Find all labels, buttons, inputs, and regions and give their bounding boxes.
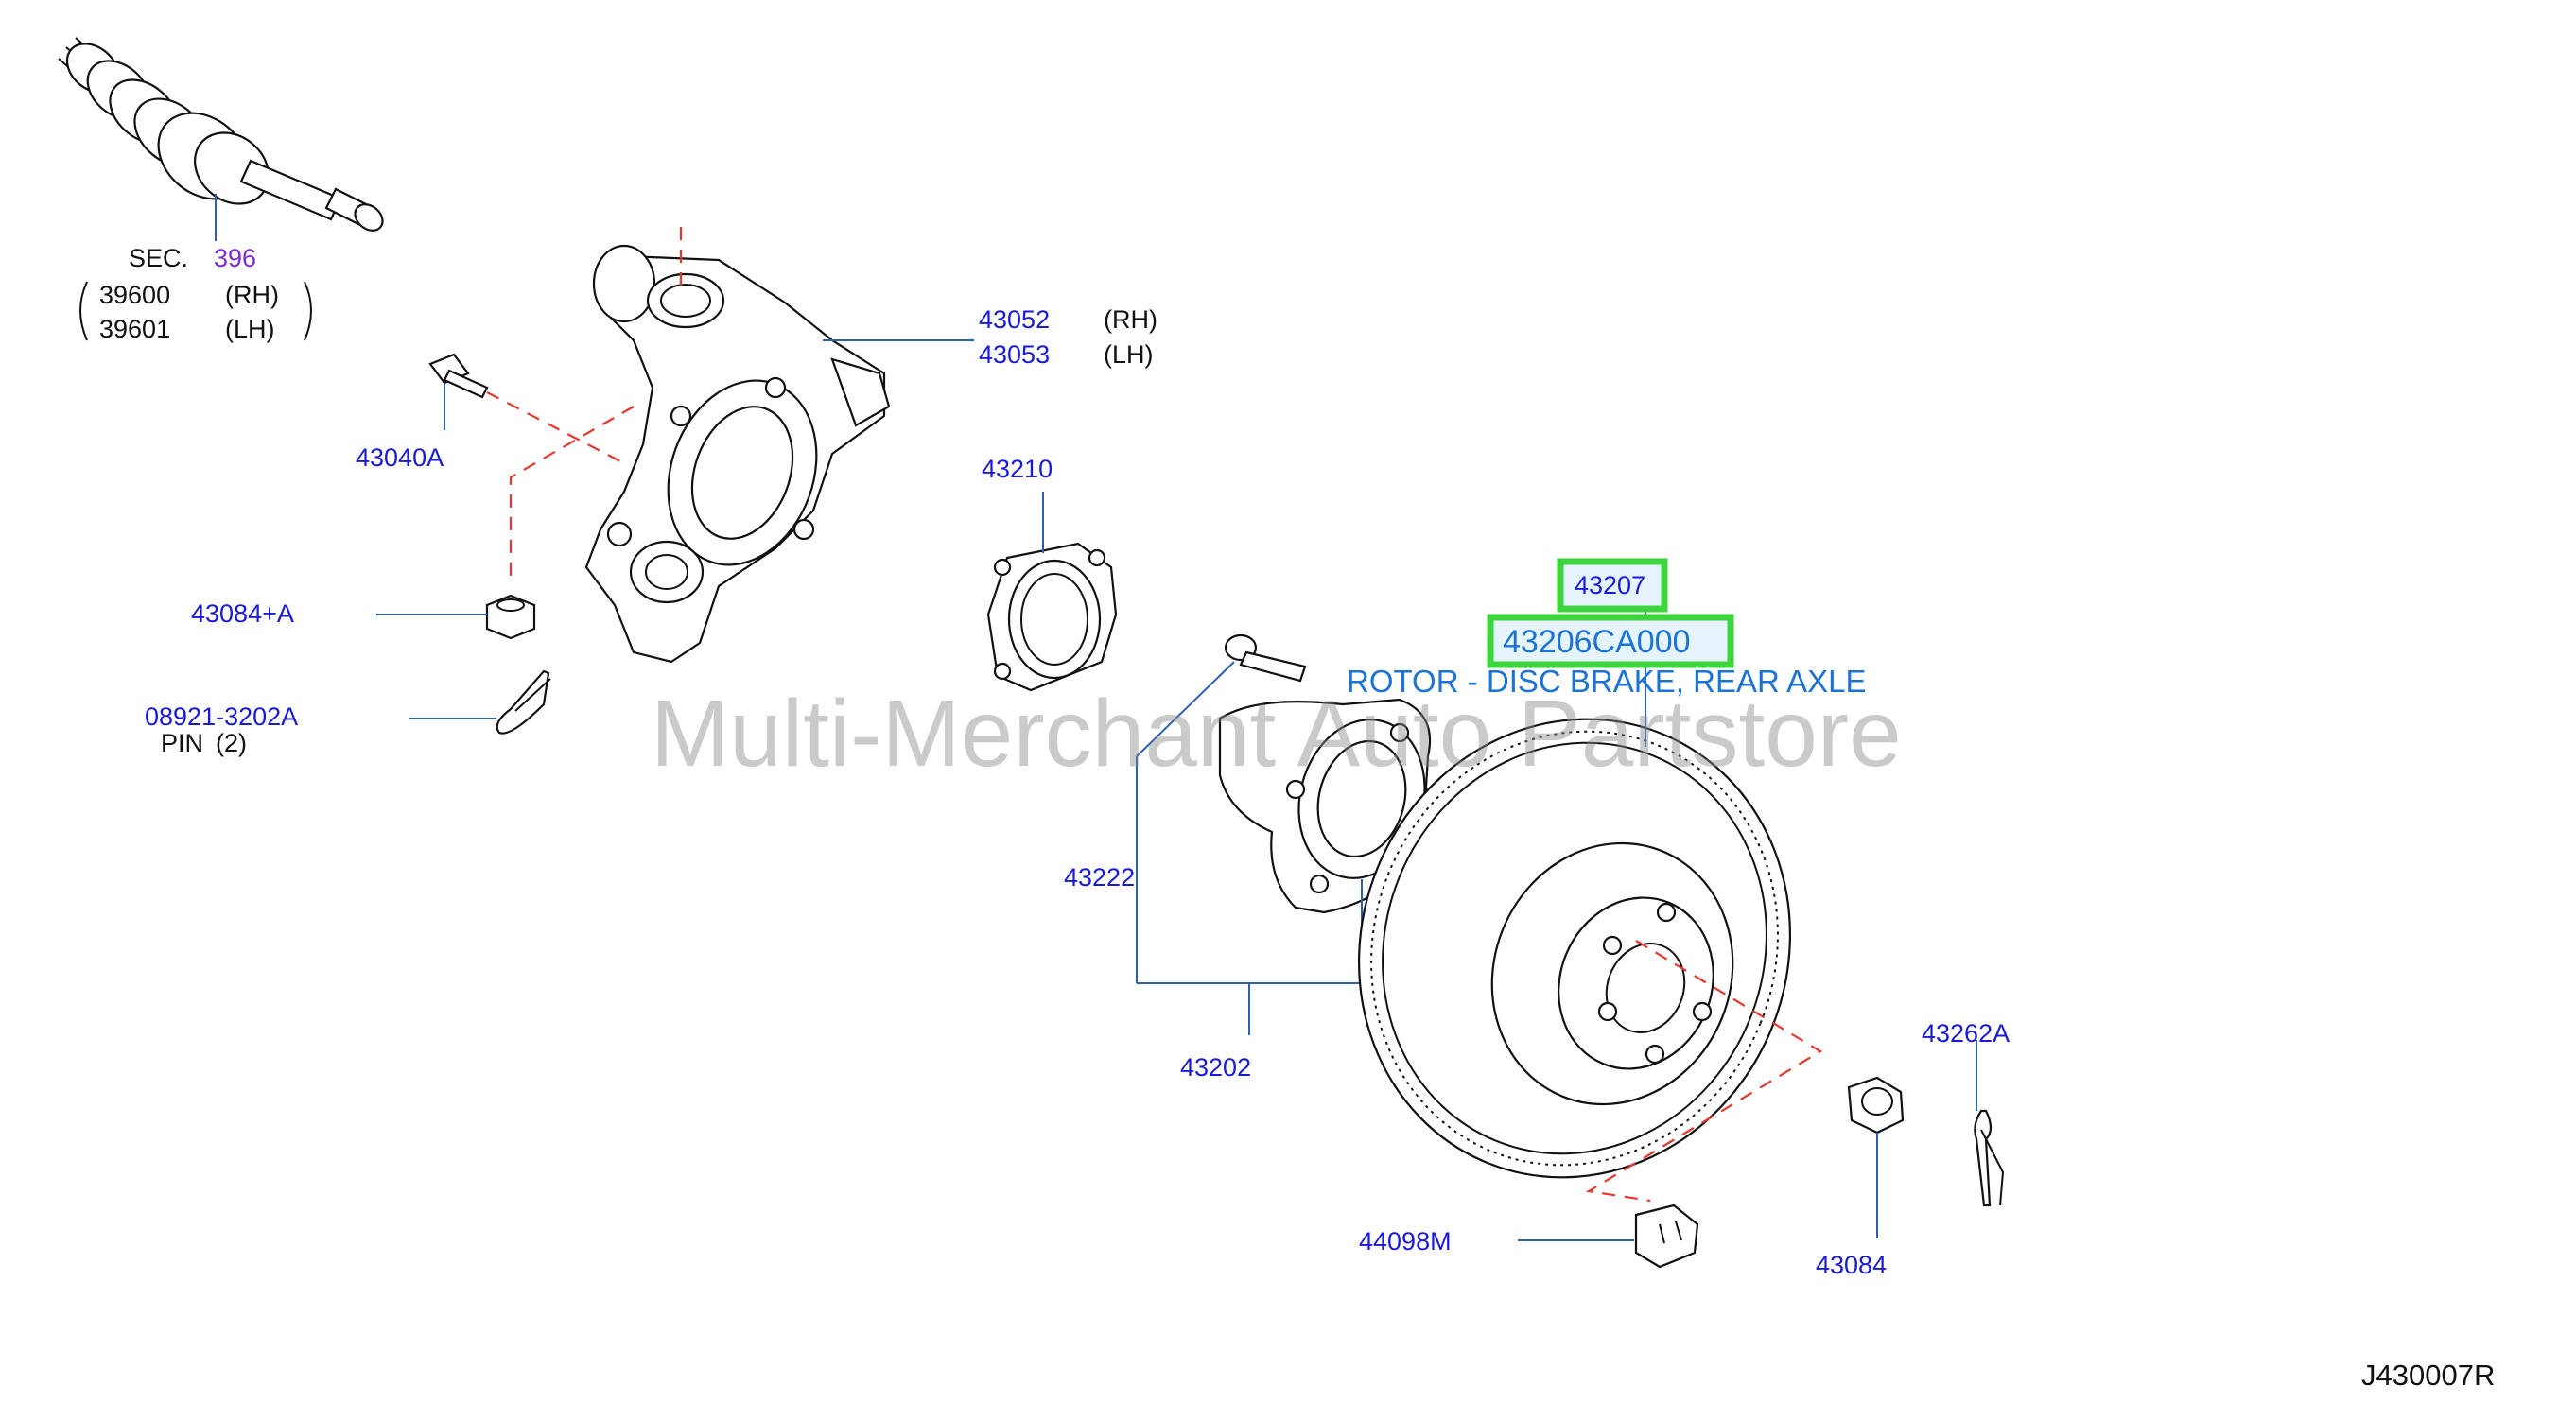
nut-43084A-drawing [376, 594, 536, 640]
callout-43040A[interactable]: 43040A [356, 443, 444, 472]
pin-label: PIN [161, 729, 203, 757]
sec-part-rh: 39600 [99, 281, 170, 309]
pin-qty: (2) [216, 729, 247, 757]
callout-43084[interactable]: 43084 [1816, 1251, 1887, 1279]
hub-bolt-43222-drawing [1136, 633, 1307, 983]
sec-side-rh: (RH) [225, 281, 279, 309]
drawing-code: J430007R [2361, 1359, 2495, 1392]
sec-number-link[interactable]: 396 [214, 244, 256, 272]
watermark: Multi-Merchant Auto Partstore [651, 681, 1902, 787]
rotor-description: ROTOR - DISC BRAKE, REAR AXLE [1347, 664, 1867, 699]
callout-43207[interactable]: 43207 [1575, 571, 1645, 599]
bearing-43210-drawing [986, 492, 1118, 692]
callout-43262A[interactable]: 43262A [1922, 1019, 2010, 1048]
plug-44098M-drawing [1518, 1204, 1699, 1269]
bracket-right [304, 281, 312, 341]
sec-side-lh: (LH) [225, 315, 275, 343]
callout-43222[interactable]: 43222 [1064, 863, 1135, 892]
rotor-part-number[interactable]: 43206CA000 [1503, 624, 1691, 660]
callout-43052[interactable]: 43052 [979, 305, 1050, 334]
cotter-pin-drawing [409, 669, 551, 735]
callout-44098M[interactable]: 44098M [1359, 1227, 1452, 1256]
callout-43202[interactable]: 43202 [1180, 1053, 1251, 1082]
rotor-43207-drawing [1357, 600, 1792, 1179]
callout-43053-side: (LH) [1104, 340, 1154, 369]
sec-part-lh: 39601 [99, 315, 170, 343]
hub-43202-drawing [1137, 698, 1432, 1035]
bolt-43040A-drawing [428, 353, 489, 430]
highlight-box-rotor-pn [1487, 614, 1734, 668]
callout-43084A[interactable]: 43084+A [191, 599, 294, 628]
callout-43210[interactable]: 43210 [982, 455, 1053, 483]
bracket-left [79, 281, 88, 341]
highlight-box-43207 [1557, 558, 1668, 613]
callout-08921-3202A[interactable]: 08921-3202A [145, 702, 298, 731]
drive-shaft-drawing [58, 37, 384, 241]
cotter-pin-43262A-drawing [1974, 1040, 2005, 1207]
sec-prefix: SEC. [129, 244, 188, 272]
callout-43052-side: (RH) [1104, 305, 1157, 334]
nut-43084-drawing [1847, 1076, 1905, 1238]
knuckle-drawing [584, 244, 974, 664]
callout-43053[interactable]: 43053 [979, 340, 1050, 369]
